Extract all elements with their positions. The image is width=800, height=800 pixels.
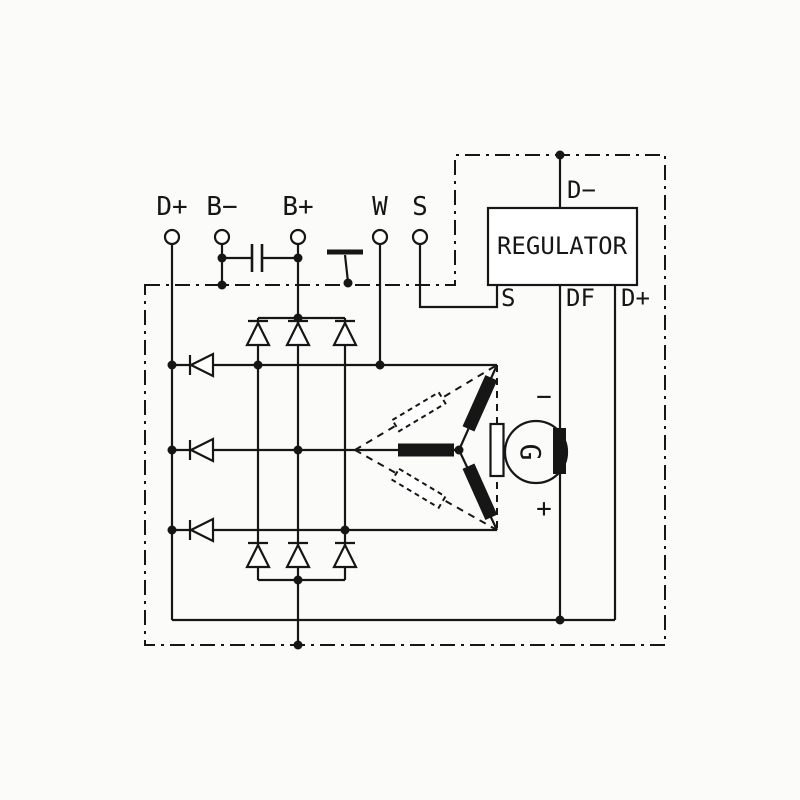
diode-triangle (332, 542, 358, 569)
diode-triangle (285, 320, 311, 347)
junction-dot (340, 525, 350, 535)
terminal-b-minus-pin (213, 228, 231, 246)
negative-diodes (245, 541, 358, 569)
housing-frame (144, 154, 666, 646)
junction-dot (555, 150, 565, 160)
stator-winding-top (462, 375, 498, 432)
positive-diode-3 (332, 319, 358, 347)
junction-dot (167, 360, 177, 370)
diode-triangle (332, 320, 358, 347)
junction-dot (253, 360, 263, 370)
diode-triangle (245, 320, 271, 347)
suppression-capacitor-lead (343, 254, 350, 283)
terminal-w-label: W (372, 192, 388, 222)
terminal-w: W (371, 192, 389, 246)
junction-dot (217, 253, 227, 263)
junction-dot (217, 280, 227, 290)
capacitor-symbol (250, 244, 264, 272)
terminal-d-plus-label: D+ (156, 192, 187, 222)
regulator-title: REGULATOR (497, 232, 628, 260)
exciter-diodes (188, 352, 215, 543)
junction-dot (167, 525, 177, 535)
exciter-diode-3 (188, 517, 215, 543)
stator-windings (398, 375, 498, 520)
junction-dot (343, 278, 353, 288)
negative-diode-2 (285, 541, 311, 569)
star-point-junction (454, 445, 464, 455)
junction-dot (167, 445, 177, 455)
terminal-b-plus-label: B+ (282, 192, 313, 222)
terminal-s-label: S (412, 192, 428, 222)
terminal-d-plus: D+ (156, 192, 188, 246)
delta-winding-top (391, 390, 447, 433)
junction-dot (555, 615, 565, 625)
terminal-s-pin (411, 228, 429, 246)
regulator: REGULATOR D− S DF D+ (486, 176, 650, 312)
terminal-b-plus-pin (289, 228, 307, 246)
diode-triangle (285, 542, 311, 569)
polarity-minus-label: − (536, 382, 552, 412)
junction-dot (293, 640, 303, 650)
terminal-w-pin (371, 228, 389, 246)
negative-diode-1 (245, 541, 271, 569)
junction-dot (293, 575, 303, 585)
junction-dot (293, 253, 303, 263)
diode-triangle (188, 437, 215, 463)
stator-winding-middle (398, 443, 454, 457)
regulator-pin-s-label: S (501, 284, 515, 312)
junction-dots (167, 150, 565, 650)
diode-triangle (188, 352, 215, 378)
delta-winding-bottom (391, 467, 447, 510)
positive-diode-1 (245, 319, 271, 347)
suppression-capacitor-symbol (327, 249, 363, 283)
regulator-pin-d-plus-label: D+ (621, 284, 650, 312)
regulator-box (486, 206, 639, 287)
regulator-pin-d-minus-label: D− (567, 176, 596, 204)
delta-winding-right (489, 422, 505, 478)
regulator-pin-df-label: DF (566, 284, 595, 312)
negative-diode-3 (332, 541, 358, 569)
wiring (170, 155, 617, 645)
exciter-diode-2 (188, 437, 215, 463)
generator-circle (503, 419, 569, 485)
generator-symbol: G − + (503, 382, 569, 524)
brush-contact (553, 428, 566, 474)
junction-dot (375, 360, 385, 370)
junction-dot (293, 445, 303, 455)
terminal-s: S (411, 192, 429, 246)
diode-triangle (245, 542, 271, 569)
wire-s-sense (418, 244, 499, 309)
terminal-d-plus-pin (163, 228, 181, 246)
stator-winding-bottom (462, 463, 498, 520)
terminals: D+ B− B+ W S (156, 192, 429, 246)
diode-triangle (188, 517, 215, 543)
terminal-b-minus-label: B− (206, 192, 237, 222)
terminal-b-plus: B+ (282, 192, 314, 246)
delta-winding-alternative (354, 364, 505, 531)
positive-diode-2 (285, 319, 311, 347)
terminal-b-minus: B− (206, 192, 238, 246)
exciter-diode-1 (188, 352, 215, 378)
generator-letter: G (514, 444, 547, 461)
junction-dot (293, 313, 303, 323)
positive-diodes (245, 319, 358, 347)
polarity-plus-label: + (536, 494, 552, 524)
